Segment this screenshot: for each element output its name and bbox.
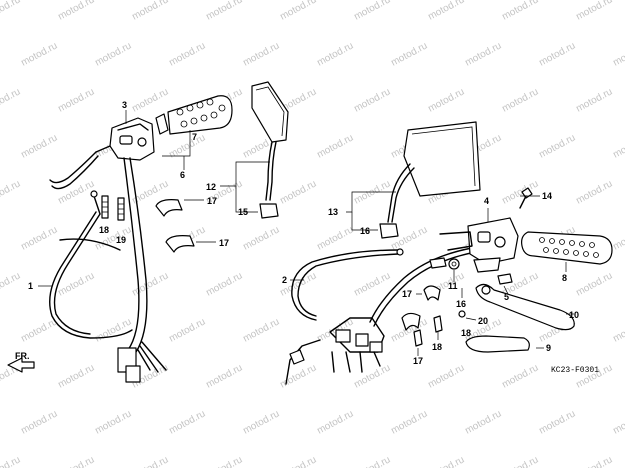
callout-8: 8 xyxy=(562,273,567,283)
callout-18-left: 18 xyxy=(99,225,109,235)
direction-label: FR. xyxy=(15,351,30,361)
right-mirror xyxy=(379,121,481,239)
callout-17-left-top: 17 xyxy=(207,196,217,206)
callout-16-right: 16 xyxy=(456,299,466,309)
callout-12: 12 xyxy=(206,182,216,192)
left-screws xyxy=(101,195,125,221)
left-mirror xyxy=(251,81,289,219)
screw-14 xyxy=(519,187,533,209)
right-bands xyxy=(401,285,441,331)
callout-3: 3 xyxy=(122,100,127,110)
callout-17-right-top: 17 xyxy=(402,289,412,299)
callout-6: 6 xyxy=(180,170,185,180)
small-hardware xyxy=(413,257,513,347)
left-grip xyxy=(155,95,233,135)
brake-lever xyxy=(475,283,575,331)
callout-7: 7 xyxy=(192,132,197,142)
callout-4: 4 xyxy=(484,196,489,206)
callout-10: 10 xyxy=(569,310,579,320)
right-wiring xyxy=(285,247,477,385)
callout-5: 5 xyxy=(504,292,509,302)
right-switch-housing xyxy=(439,217,519,273)
right-grip xyxy=(521,231,613,265)
front-direction-arrow xyxy=(7,357,35,373)
callout-19: 19 xyxy=(116,235,126,245)
callout-1: 1 xyxy=(28,281,33,291)
callout-13: 13 xyxy=(328,207,338,217)
left-switch-housing xyxy=(95,117,155,161)
left-wiring xyxy=(49,151,167,383)
callout-15: 15 xyxy=(238,207,248,217)
throttle-cable xyxy=(291,248,404,321)
callout-16-mirror: 16 xyxy=(360,226,370,236)
lever-cover xyxy=(465,335,530,353)
callout-20: 20 xyxy=(478,316,488,326)
callout-14: 14 xyxy=(542,191,552,201)
callout-18-right-top: 18 xyxy=(461,328,471,338)
left-bands xyxy=(155,199,195,253)
callout-17-right-bottom: 17 xyxy=(413,356,423,366)
leader-lines xyxy=(38,110,574,356)
callout-2: 2 xyxy=(282,275,287,285)
diagram-code: KC23-F0301 xyxy=(551,366,599,375)
callout-9: 9 xyxy=(546,343,551,353)
callout-17-left-bottom: 17 xyxy=(219,238,229,248)
callout-11: 11 xyxy=(448,281,458,291)
clutch-cable xyxy=(49,190,133,339)
callout-18-right-bottom: 18 xyxy=(432,342,442,352)
